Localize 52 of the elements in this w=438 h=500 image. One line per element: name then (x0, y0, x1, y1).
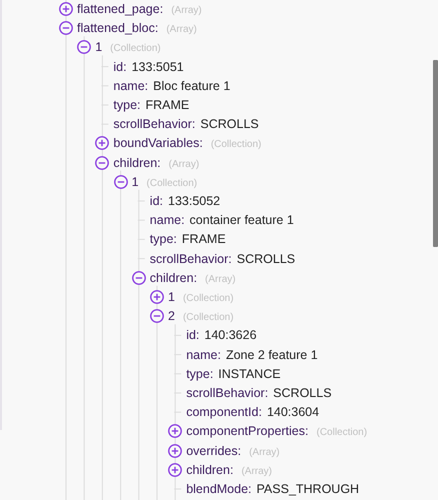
tree-key: scrollBehavior: (150, 250, 232, 268)
tree-value: container feature 1 (190, 212, 294, 230)
type-hint: (Collection) (182, 311, 234, 326)
tree-value: FRAME (182, 231, 226, 248)
tree-key: name: (186, 346, 221, 364)
tree-key: name: (113, 76, 148, 95)
tree-value: Bloc feature 1 (153, 78, 230, 95)
tree-key: scrollBehavior: (113, 115, 196, 134)
type-hint: (Array) (171, 4, 202, 18)
tree-value: 133:5052 (168, 193, 220, 210)
tree-key: children: (186, 460, 234, 479)
tree-value: PASS_THROUGH (256, 481, 360, 498)
tree-value: Zone 2 feature 1 (226, 346, 318, 364)
tree-key: id: (113, 58, 127, 76)
tree-value: INSTANCE (218, 366, 281, 383)
tree-key: componentProperties: (186, 422, 308, 440)
tree-key: 1 (95, 38, 102, 56)
tree-key: boundVariables: (113, 134, 203, 152)
tree-key: type: (150, 230, 177, 248)
tree-key: componentId: (186, 403, 262, 422)
type-hint: (Collection) (146, 176, 198, 191)
tree-value: SCROLLS (236, 250, 296, 268)
type-hint: (Array) (166, 23, 197, 38)
tree-key: flattened_bloc: (77, 19, 158, 38)
type-hint: (Array) (168, 158, 200, 172)
type-hint: (Collection) (210, 138, 262, 152)
tree-key: scrollBehavior: (186, 384, 268, 402)
tree-key: id: (150, 192, 163, 210)
tree-key: id: (186, 326, 200, 344)
tree-key: children: (113, 154, 161, 172)
tree-value: SCROLLS (273, 385, 332, 402)
type-hint: (Array) (205, 272, 236, 287)
tree-value: 133:5051 (132, 58, 184, 76)
tree-value: SCROLLS (200, 116, 259, 134)
tree-key: blendMode: (186, 480, 252, 498)
type-hint: (Collection) (182, 292, 234, 306)
tree-key: flattened_page: (77, 0, 164, 18)
tree-key: 1 (168, 288, 175, 306)
type-hint: (Collection) (110, 42, 161, 56)
tree-value: 140:3626 (204, 327, 257, 344)
tree-key: 1 (132, 172, 139, 191)
tree-key: name: (150, 211, 185, 230)
type-hint: (Collection) (316, 426, 368, 440)
tree-value: 140:3604 (266, 404, 320, 422)
tree-key: type: (113, 96, 140, 114)
tree-key: type: (186, 364, 214, 383)
tree-value: FRAME (146, 97, 190, 114)
tree-key: 2 (168, 307, 175, 326)
type-hint: (Array) (241, 464, 272, 479)
tree-key: overrides: (186, 442, 242, 460)
type-hint: (Array) (249, 446, 280, 460)
tree-key: children: (150, 268, 198, 287)
